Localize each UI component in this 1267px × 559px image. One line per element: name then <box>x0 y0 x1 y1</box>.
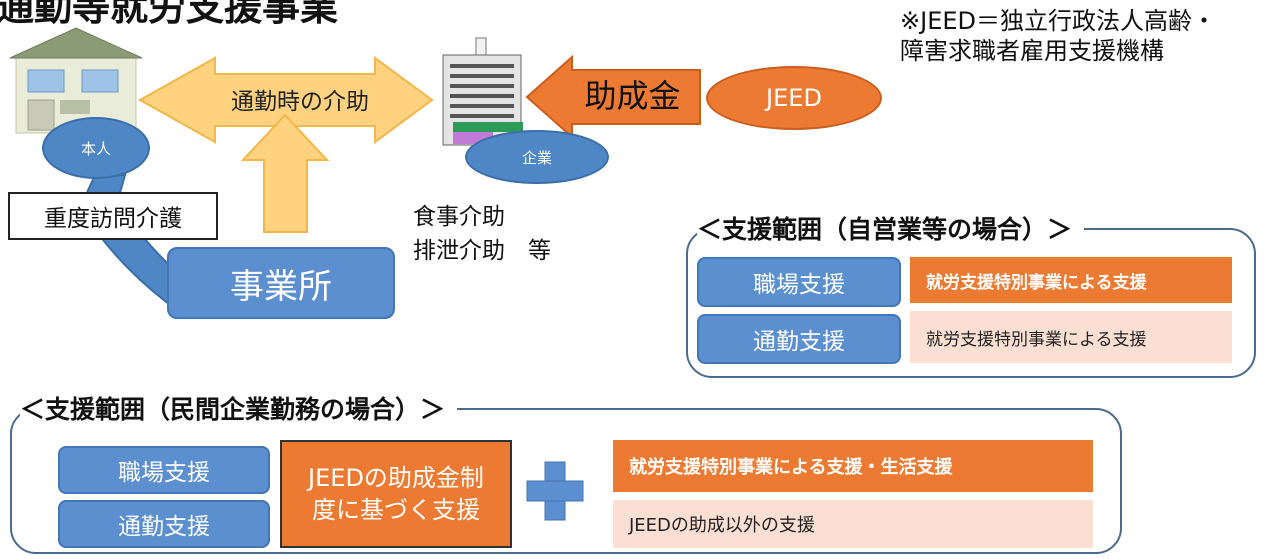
private-label-1: 職場支援 <box>118 460 210 486</box>
jeed-subsidy-text: JEEDの助成金制度に基づく支援 <box>308 464 484 524</box>
private-right-top-text: 就労支援特別事業による支援・生活支援 <box>629 457 953 478</box>
self-employed-label-2: 通勤支援 <box>753 329 845 355</box>
visit-care-label: 重度訪問介護 <box>44 206 182 232</box>
private-right-bottom: JEEDの助成以外の支援 <box>613 500 1093 548</box>
self-employed-label-workplace: 職場支援 <box>697 257 901 307</box>
self-employed-label-1: 職場支援 <box>753 272 845 298</box>
care-text: 食事介助 排泄介助 等 <box>413 200 551 268</box>
private-label-2: 通勤支援 <box>118 514 210 540</box>
private-company-heading: ＜支援範囲（民間企業勤務の場合）＞ <box>20 390 458 426</box>
person-label: 本人 <box>80 139 111 158</box>
jeed-oval: JEED <box>706 66 882 130</box>
private-right-bottom-text: JEEDの助成以外の支援 <box>629 515 815 536</box>
care-line-2: 排泄介助 等 <box>413 238 551 264</box>
visit-care-box: 重度訪問介護 <box>8 192 218 240</box>
self-employed-content-2: 就労支援特別事業による支援 <box>926 329 1147 350</box>
private-label-workplace: 職場支援 <box>58 446 270 494</box>
plus-symbol-shape <box>526 461 584 521</box>
commute-double-arrow <box>137 56 434 144</box>
jeed-subsidy-box: JEEDの助成金制度に基づく支援 <box>280 440 512 548</box>
subsidy-label: 助成金 <box>584 77 681 115</box>
private-label-commute: 通勤支援 <box>58 500 270 548</box>
care-line-1: 食事介助 <box>413 204 505 230</box>
private-company-frame <box>10 408 1122 554</box>
page-title: 通勤等就労支援事業 <box>0 0 339 29</box>
house-icon <box>9 27 143 134</box>
private-right-top: 就労支援特別事業による支援・生活支援 <box>613 440 1093 492</box>
company-oval: 企業 <box>465 130 609 184</box>
self-employed-content-1: 就労支援特別事業による支援 <box>926 272 1147 293</box>
person-oval: 本人 <box>42 117 150 179</box>
self-employed-heading: ＜支援範囲（自営業等の場合）＞ <box>697 210 1085 246</box>
commute-label: 通勤時の介助 <box>231 89 369 115</box>
jeed-note: ※JEED＝独立行政法人高齢・障害求職者雇用支援機構 <box>900 7 1216 65</box>
building-icon <box>442 37 523 146</box>
self-employed-content-workplace: 就労支援特別事業による支援 <box>910 257 1232 303</box>
self-employed-label-commute: 通勤支援 <box>697 314 901 364</box>
office-label: 事業所 <box>230 266 332 307</box>
office-box: 事業所 <box>167 247 395 319</box>
up-arrow <box>240 113 330 233</box>
company-label: 企業 <box>521 148 552 167</box>
jeed-label: JEED <box>766 84 822 112</box>
self-employed-content-commute: 就労支援特別事業による支援 <box>910 311 1232 363</box>
